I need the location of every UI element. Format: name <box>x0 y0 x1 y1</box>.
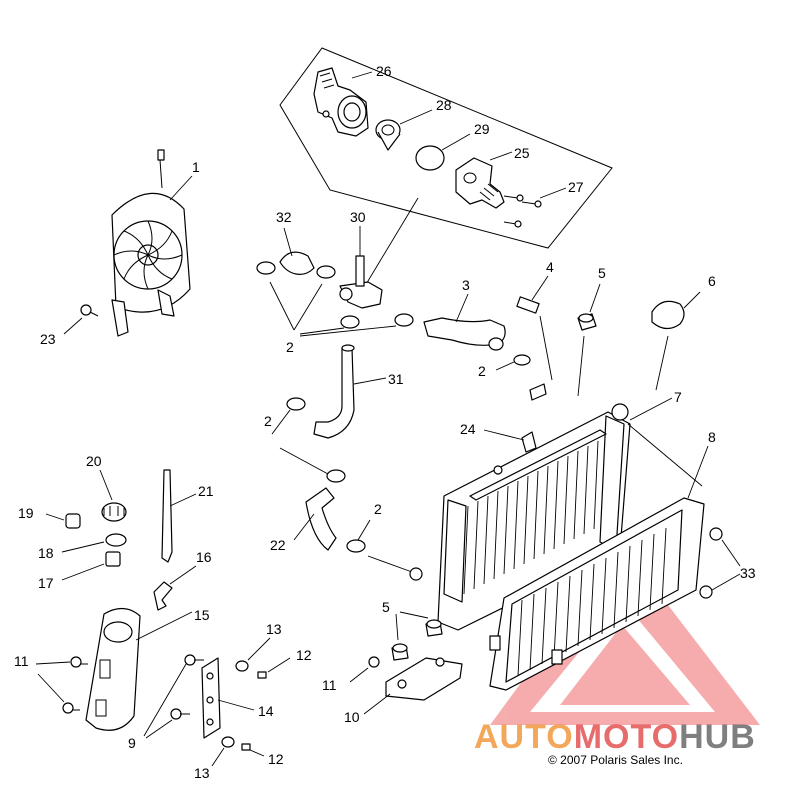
watermark-logo <box>490 545 760 725</box>
callout-8: 8 <box>708 429 716 445</box>
callout-5-top: 5 <box>598 265 606 281</box>
hose-32 <box>279 251 315 275</box>
callout-3: 3 <box>462 277 470 293</box>
callout-31: 31 <box>388 371 404 387</box>
callout-12-top: 12 <box>296 647 312 663</box>
callout-1: 1 <box>192 159 200 175</box>
radiator-fins <box>463 440 599 595</box>
bolts-33 <box>699 527 723 599</box>
callout-15: 15 <box>194 607 210 623</box>
callout-29: 29 <box>474 121 490 137</box>
callout-2-left: 2 <box>264 413 272 429</box>
hose-22 <box>305 487 337 551</box>
watermark-part3: HUB <box>679 718 756 756</box>
washer-13-top <box>235 660 249 672</box>
callout-18: 18 <box>38 545 54 561</box>
callout-33: 33 <box>740 565 756 581</box>
washer-13-bottom <box>221 736 235 748</box>
watermark-text: AUTOMOTOHUB <box>474 718 756 756</box>
callout-21: 21 <box>198 483 214 499</box>
radiator-cap-6 <box>651 300 685 330</box>
watermark-part1: AUTO <box>474 718 574 756</box>
cooling-fan-1 <box>111 149 191 337</box>
callout-2-bottom: 2 <box>374 501 382 517</box>
hose-31 <box>313 344 355 439</box>
bracket-14 <box>201 657 221 739</box>
callout-23: 23 <box>40 331 56 347</box>
o-ring-29 <box>415 145 445 171</box>
callout-27: 27 <box>568 179 584 195</box>
bolt-11-right <box>368 656 380 668</box>
bolts-11-left <box>62 656 88 714</box>
grommet-17 <box>105 551 121 567</box>
fitting-16 <box>153 581 173 611</box>
temperature-sensor-4 <box>516 296 540 314</box>
coolant-outlet-25 <box>455 157 505 209</box>
bracket-24 <box>521 431 537 453</box>
callout-25: 25 <box>514 145 530 161</box>
callout-28: 28 <box>436 97 452 113</box>
rubber-bumper-5-top <box>577 313 597 331</box>
bolt-23 <box>80 304 99 317</box>
callout-20: 20 <box>86 453 102 469</box>
callout-2-right: 2 <box>478 363 486 379</box>
bracket-10 <box>385 657 463 701</box>
callout-12-bottom: 12 <box>268 751 284 767</box>
shroud-grille <box>517 527 667 677</box>
fitting-30 <box>339 255 383 309</box>
callout-11-right: 11 <box>322 677 337 693</box>
callout-30: 30 <box>350 209 366 225</box>
callout-2-top: 2 <box>286 339 294 355</box>
watermark-part2: MOTO <box>574 718 679 756</box>
callout-9: 9 <box>128 735 136 751</box>
callout-24: 24 <box>460 421 476 437</box>
tube-21 <box>161 469 173 563</box>
reservoir-cap-20 <box>101 502 127 522</box>
gasket-18 <box>105 533 127 547</box>
hose-3 <box>423 317 506 351</box>
thermostat-28 <box>375 119 401 151</box>
thermostat-housing-26 <box>313 67 369 137</box>
callout-32: 32 <box>276 209 292 225</box>
callout-5-bottom: 5 <box>382 599 390 615</box>
callout-19: 19 <box>18 505 34 521</box>
callout-22: 22 <box>270 537 286 553</box>
callout-13-bottom: 13 <box>194 765 210 781</box>
copyright-text: © 2007 Polaris Sales Inc. <box>548 753 683 767</box>
callout-13-top: 13 <box>266 621 282 637</box>
hose-clamps-2-left <box>286 397 366 553</box>
callout-7: 7 <box>674 389 682 405</box>
nut-12-bottom <box>241 743 251 751</box>
rubber-bumper-5-bottom <box>391 619 443 661</box>
callout-14: 14 <box>258 703 274 719</box>
callout-6: 6 <box>708 273 716 289</box>
callout-16: 16 <box>196 549 212 565</box>
callout-26: 26 <box>376 63 392 79</box>
coolant-reservoir-15 <box>85 607 141 731</box>
bolts-9 <box>170 654 204 720</box>
svg-text:AUTOMOTOHUB: AUTOMOTOHUB <box>474 718 756 756</box>
cap-19 <box>65 513 81 529</box>
callout-11-left: 11 <box>14 653 29 669</box>
radiator-shroud-8 <box>489 497 705 691</box>
callout-17: 17 <box>38 575 54 591</box>
screws-27 <box>503 194 542 228</box>
hose-clamp-2-right <box>513 354 531 366</box>
nut-12-top <box>257 671 267 679</box>
callout-4: 4 <box>546 259 554 275</box>
thermostat-group-outline <box>279 47 613 249</box>
hose-clamps-2 <box>256 261 414 329</box>
callout-10: 10 <box>344 709 360 725</box>
radiator-7 <box>409 383 631 631</box>
